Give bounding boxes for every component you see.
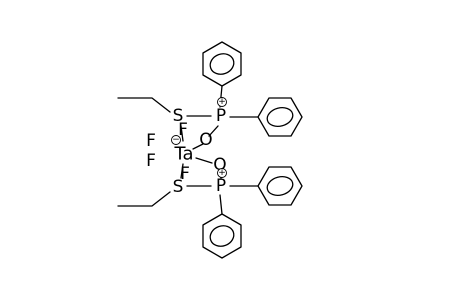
fluorine-left-upper-atom: F bbox=[146, 131, 156, 151]
tantalum-atom: Ta bbox=[173, 144, 193, 165]
lower-sulfur-atom: S bbox=[173, 177, 184, 197]
upper-p-o-bond bbox=[208, 125, 219, 137]
lower-ethyl-bond bbox=[117, 191, 171, 207]
svg-text:+: + bbox=[218, 97, 226, 107]
upper-phosphorus-atom: P bbox=[216, 106, 226, 126]
svg-text:−: − bbox=[172, 135, 180, 145]
fluorine-bottom-atom: F bbox=[180, 164, 190, 184]
ta-o-lower-bond bbox=[195, 157, 213, 164]
upper-sulfur-atom: S bbox=[173, 106, 184, 126]
ta-s-upper-bond bbox=[180, 125, 184, 142]
ta-s-lower-bond bbox=[180, 163, 184, 179]
lower-ethyl-chain bbox=[117, 191, 171, 207]
lower-phosphorus-charge: + bbox=[217, 168, 227, 178]
upper-ethyl-bond bbox=[117, 97, 171, 113]
ta-o-upper-bond bbox=[192, 143, 204, 150]
upper-ethyl-chain bbox=[117, 97, 171, 113]
lower-bottom-phenyl-ring bbox=[202, 213, 242, 259]
upper-right-phenyl-ring bbox=[257, 97, 303, 137]
lower-right-phenyl-ring bbox=[257, 166, 303, 206]
upper-top-phenyl-ring bbox=[202, 41, 242, 87]
lower-p-phenyl-bottom-bond bbox=[219, 194, 223, 215]
tantalum-charge: − bbox=[171, 135, 181, 145]
fluorine-left-lower-atom: F bbox=[146, 151, 156, 171]
lower-phosphorus-atom: P bbox=[216, 176, 226, 196]
svg-text:+: + bbox=[218, 168, 226, 178]
upper-oxygen-atom: O bbox=[199, 130, 212, 150]
fluorine-top-atom: F bbox=[178, 120, 188, 140]
upper-phosphorus-charge: + bbox=[217, 97, 227, 107]
